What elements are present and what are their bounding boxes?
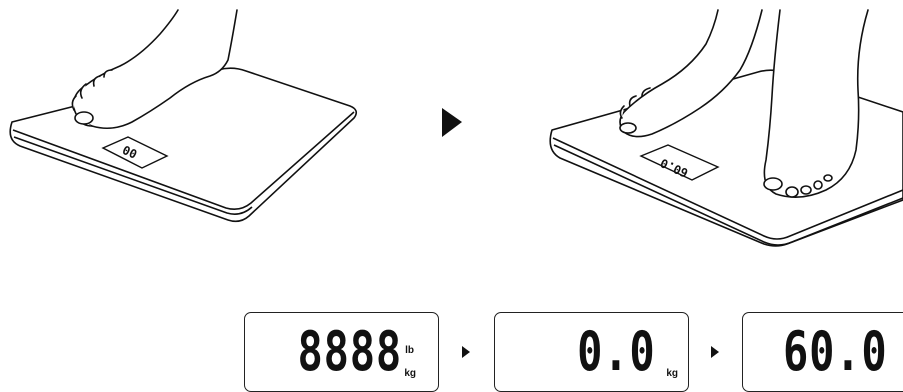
lcd-panel-all-segments: 8888 lb kg [244, 312, 439, 392]
right-left-foot-drawing [619, 9, 763, 138]
lcd-digits: 60.0 [783, 325, 888, 379]
right-scale-display: 60.0 [639, 144, 720, 181]
lcd-digits: 0.0 [577, 320, 656, 383]
left-scale-display-value: 00 [120, 143, 139, 162]
lcd-panel-weight: 60.0 [742, 312, 903, 392]
left-scale-display: 00 [101, 136, 169, 169]
step-arrow-icon [442, 108, 462, 137]
lcd-panel-zero: 0.0 kg [494, 312, 689, 392]
unit-label-lb: lb [405, 345, 414, 356]
step-arrow-icon [462, 346, 470, 358]
left-foot-drawing [71, 9, 238, 130]
right-right-foot-drawing [763, 9, 869, 198]
lcd-digits: 8888 [297, 320, 402, 383]
step-arrow-icon [711, 346, 719, 358]
left-bathroom-scale [9, 67, 358, 223]
unit-label-kg: kg [404, 368, 416, 379]
unit-label-kg: kg [666, 368, 678, 379]
